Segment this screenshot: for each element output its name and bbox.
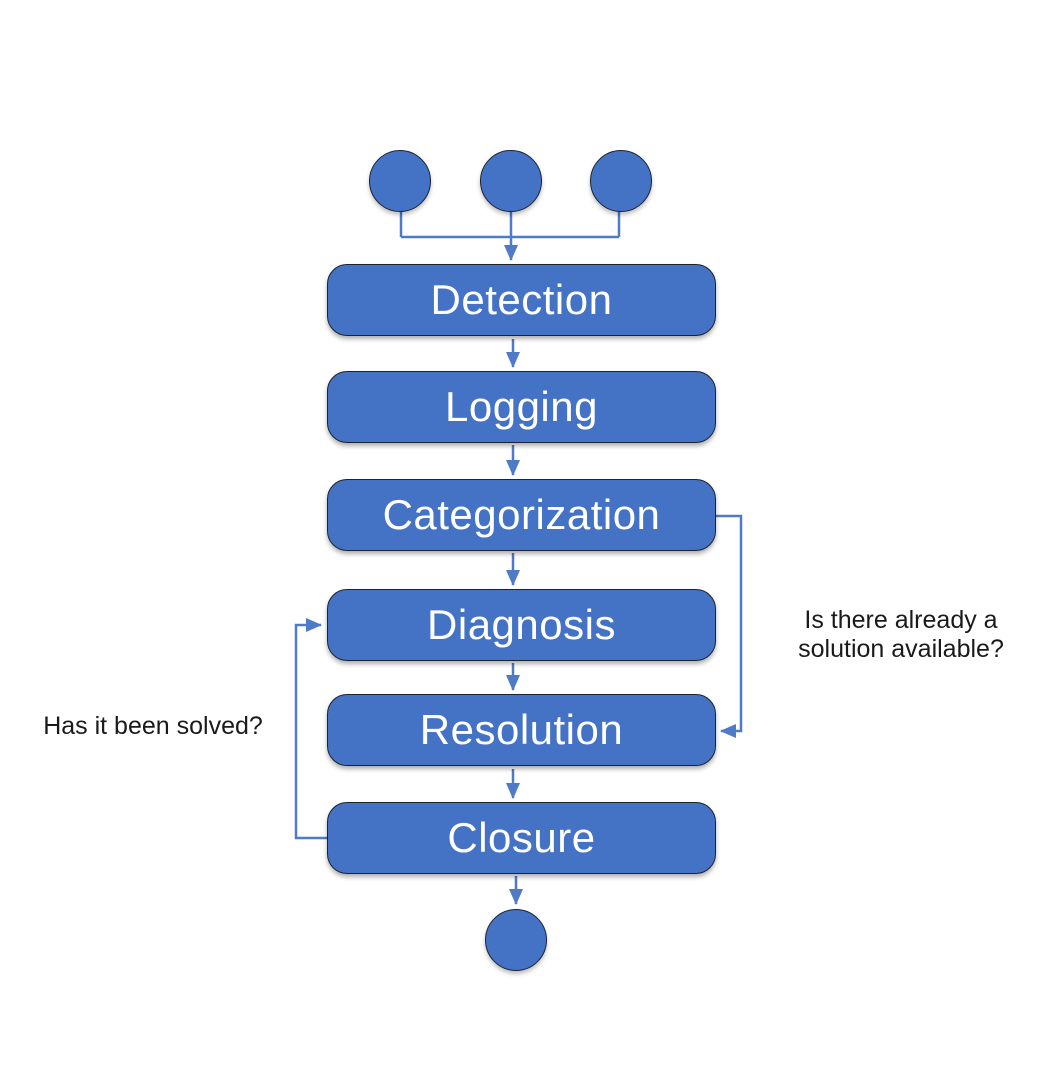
annotation-has-it-been-solved: Has it been solved? (43, 712, 263, 740)
loop-right-connector (716, 514, 743, 738)
step-label-categorization: Categorization (382, 491, 661, 538)
step-box-detection: Detection (327, 264, 716, 336)
step-label-closure: Closure (447, 814, 596, 861)
step-label-logging: Logging (445, 383, 598, 430)
step-box-categorization: Categorization (327, 479, 716, 551)
loop-left-connector (294, 618, 327, 840)
step-box-diagnosis: Diagnosis (327, 589, 716, 661)
start-node-2 (480, 150, 542, 212)
start-node-1 (369, 150, 431, 212)
step-box-closure: Closure (327, 802, 716, 874)
start-node-3 (590, 150, 652, 212)
step-box-resolution: Resolution (327, 694, 716, 766)
annotation-solution-available: Is there already a solution available? (798, 606, 1004, 663)
step-label-diagnosis: Diagnosis (427, 601, 616, 648)
step-box-logging: Logging (327, 371, 716, 443)
end-node (485, 909, 547, 971)
step-label-resolution: Resolution (419, 706, 624, 753)
step-label-detection: Detection (430, 276, 613, 323)
